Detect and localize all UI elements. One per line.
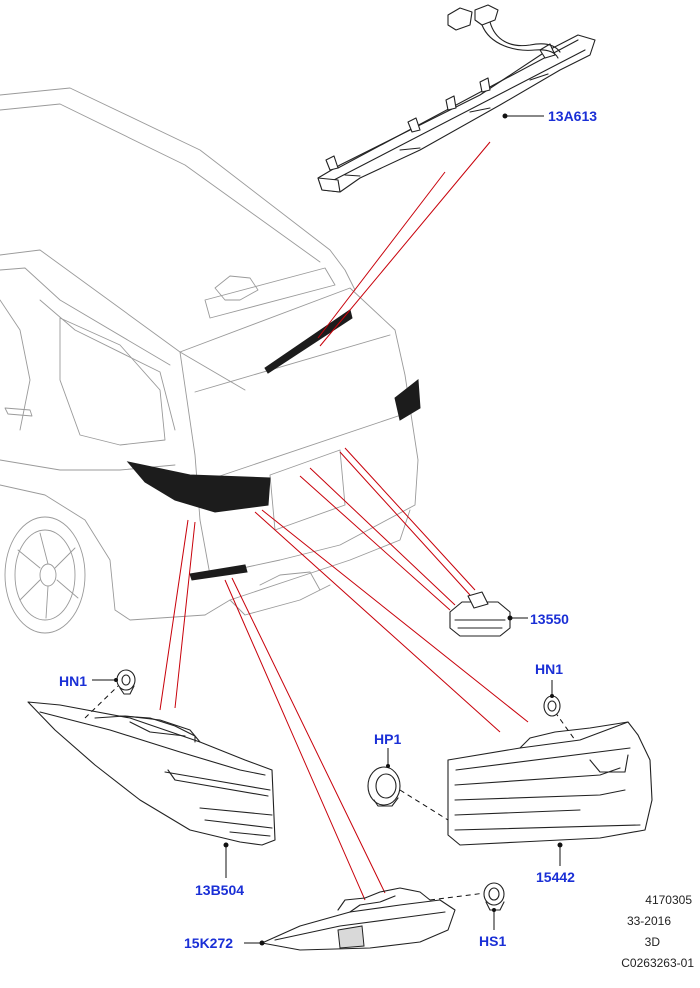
part-13a613-high-mount-lamp: [317, 4, 596, 193]
rear-wheel: [4, 516, 86, 634]
part-15k272-rear-fog-lamp: [244, 887, 486, 951]
ref-line-4: C0263263-01: [621, 956, 694, 970]
vehicle-high-stop-lamp-position: [264, 309, 353, 374]
vehicle-right-lamp-position: [394, 379, 421, 421]
part-labels: 13A613 13550 HN1 HN1 HP1 13B504 15442 15…: [59, 108, 597, 951]
callout-lines: [159, 141, 529, 901]
ref-line-1: 4170305: [645, 893, 692, 907]
label-hn1-right: HN1: [535, 661, 563, 677]
part-hn1-left-nut: [92, 669, 136, 695]
label-15442: 15442: [536, 869, 575, 885]
label-hn1-left: HN1: [59, 673, 87, 689]
label-hp1: HP1: [374, 731, 401, 747]
part-15442-right-tail-lamp: [399, 711, 653, 866]
label-13a613: 13A613: [548, 108, 597, 124]
part-hn1-right-nut: [543, 680, 561, 717]
label-13550: 13550: [530, 611, 569, 627]
part-13b504-left-tail-lamp: [27, 685, 276, 878]
part-hs1-socket: [483, 882, 505, 930]
label-15k272: 15K272: [184, 935, 233, 951]
vehicle-body: [0, 87, 421, 634]
vehicle-left-lamp-position: [126, 461, 271, 513]
reference-block: 4170305 33-2016 3D C0263263-01: [621, 893, 694, 970]
part-hp1-grommet: [367, 748, 401, 807]
part-13550-licence-plate-lamp: [449, 591, 528, 637]
ref-line-2: 33-2016: [627, 914, 671, 928]
vehicle-fog-lamp-position: [189, 564, 248, 581]
label-13b504: 13B504: [195, 882, 244, 898]
ref-line-3: 3D: [645, 935, 661, 949]
label-hs1: HS1: [479, 933, 506, 949]
